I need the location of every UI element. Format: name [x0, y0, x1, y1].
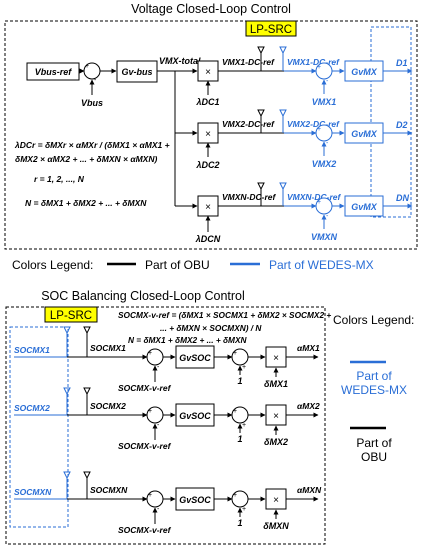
- soc-ref-equation-line1: SOCMX-v-ref = (δMX1 × SOCMX1 + δMX2 × SO…: [118, 310, 331, 320]
- svg-text:×: ×: [273, 353, 279, 364]
- gvmx-label-chn: GvMX: [351, 202, 378, 212]
- gvsoc-label-1: GvSOC: [179, 353, 211, 363]
- legend2-black-text1: Part of: [356, 436, 392, 450]
- alpha-mxn-label: αMXN: [297, 485, 322, 495]
- soc-mxn-input-label: SOCMXN: [14, 487, 52, 497]
- d2-label: D2: [396, 120, 408, 130]
- svg-text:×: ×: [205, 129, 211, 140]
- one-label-2: 1: [237, 434, 242, 444]
- svg-text:-: -: [157, 364, 160, 371]
- vmx1-dc-ref-blue-label: VMX1-DC-ref: [287, 57, 340, 67]
- dn-label: DN: [396, 193, 409, 203]
- lambda-equation-line1: λDCr = δMXr × αMXr / (δMX1 × αMX1 +: [14, 140, 170, 150]
- soc-mxn-label: SOCMXN: [90, 485, 128, 495]
- one-label-1: 1: [237, 376, 242, 386]
- vmx-total-label: VMX-total: [159, 56, 201, 66]
- svg-text:×: ×: [273, 495, 279, 506]
- lp-src-label-top: LP-SRC: [250, 24, 292, 36]
- gv-bus-label: Gv-bus: [121, 67, 152, 77]
- lambda-dcn-label: λDCN: [195, 234, 221, 244]
- voltage-loop-title: Voltage Closed-Loop Control: [131, 2, 291, 16]
- soc-mx2-label: SOCMX2: [90, 401, 126, 411]
- vmx2-dc-ref-blue-label: VMX2-DC-ref: [287, 119, 340, 129]
- delta-mx1-label: δMX1: [264, 379, 288, 389]
- vbus-label: Vbus: [81, 98, 103, 108]
- vmxn-label: VMXN: [311, 232, 338, 242]
- vmx1-label: VMX1: [312, 97, 337, 107]
- svg-text:-: -: [157, 422, 160, 429]
- voltage-loop-frame: [4, 20, 418, 250]
- vmx2-dc-ref-label: VMX2-DC-ref: [222, 119, 275, 129]
- gvsoc-label-2: GvSOC: [179, 411, 211, 421]
- delta-mx2-label: δMX2: [264, 437, 288, 447]
- vmx2-label: VMX2: [312, 159, 337, 169]
- svg-text:+: +: [148, 408, 152, 415]
- svg-text:+: +: [242, 422, 246, 429]
- legend2-blue-text2: WEDES-MX: [341, 383, 407, 397]
- soc-ref-equation-line2: ... + δMXN × SOCMXN) / N: [160, 323, 262, 333]
- delta-mxn-label: δMXN: [263, 521, 289, 531]
- lp-src-tag-bottom: [44, 306, 98, 323]
- legend1-black-text: Part of OBU: [145, 258, 210, 272]
- legend1-label: Colors Legend:: [12, 258, 93, 272]
- svg-text:×: ×: [205, 202, 211, 213]
- d1-label: D1: [396, 58, 408, 68]
- legend2-black-text2: OBU: [361, 450, 387, 464]
- legend2-blue-text1: Part of: [356, 369, 392, 383]
- lp-src-tag-top: [245, 20, 297, 37]
- lambda-equation-line2: δMX2 × αMX2 + ... + δMXN × αMXN): [15, 154, 157, 164]
- svg-text:-: -: [326, 213, 329, 220]
- lambda-dc2-label: λDC2: [195, 160, 219, 170]
- soc-ref-label-n: SOCMX-v-ref: [118, 525, 172, 535]
- alpha-mx1-label: αMX1: [297, 343, 320, 353]
- svg-text:+: +: [233, 492, 237, 499]
- lambda-dc1-label: λDC1: [195, 97, 219, 107]
- svg-text:+: +: [317, 64, 321, 71]
- soc-loop-title: SOC Balancing Closed-Loop Control: [41, 289, 245, 303]
- vmx1-dc-ref-label: VMX1-DC-ref: [222, 57, 275, 67]
- soc-mx1-input-label: SOCMX1: [14, 345, 50, 355]
- vmxn-dc-ref-blue-label: VMXN-DC-ref: [287, 192, 342, 202]
- blue-region-frame-bottom: [9, 326, 69, 528]
- svg-text:-: -: [326, 140, 329, 147]
- svg-text:×: ×: [205, 67, 211, 78]
- vbus-ref-label: Vbus-ref: [35, 67, 73, 77]
- svg-text:+: +: [233, 408, 237, 415]
- blue-region-frame: [370, 26, 412, 218]
- svg-text:+: +: [148, 350, 152, 357]
- alpha-mx2-label: αMX2: [297, 401, 320, 411]
- svg-text:-: -: [326, 78, 329, 85]
- legend1-blue-text: Part of WEDES-MX: [269, 258, 374, 272]
- r-range-equation: r = 1, 2, ..., N: [34, 174, 85, 184]
- svg-text:+: +: [233, 350, 237, 357]
- n-equation-bottom: N = δMX1 + δMX2 + ... + δMXN: [128, 335, 247, 345]
- gvsoc-label-n: GvSOC: [179, 495, 211, 505]
- one-label-n: 1: [237, 518, 242, 528]
- legend2-label: Colors Legend:: [333, 313, 414, 327]
- soc-mx2-input-label: SOCMX2: [14, 403, 50, 413]
- svg-text:×: ×: [273, 411, 279, 422]
- soc-mx1-label: SOCMX1: [90, 343, 126, 353]
- svg-text:+: +: [317, 199, 321, 206]
- vmxn-dc-ref-label: VMXN-DC-ref: [222, 192, 277, 202]
- svg-text:+: +: [317, 126, 321, 133]
- soc-loop-frame: [5, 306, 326, 545]
- svg-text:-: -: [157, 506, 160, 513]
- svg-text:+: +: [242, 506, 246, 513]
- gvmx-label-ch2: GvMX: [351, 129, 378, 139]
- soc-ref-label-2: SOCMX-v-ref: [118, 441, 172, 451]
- gvmx-label-ch1: GvMX: [351, 67, 378, 77]
- n-equation-top: N = δMX1 + δMX2 + ... + δMXN: [25, 198, 147, 208]
- svg-text:+: +: [242, 364, 246, 371]
- svg-text:+: +: [148, 492, 152, 499]
- svg-text:-: -: [94, 77, 97, 84]
- soc-ref-label-1: SOCMX-v-ref: [118, 383, 172, 393]
- lp-src-label-bottom: LP-SRC: [50, 310, 92, 322]
- svg-text:+: +: [85, 63, 89, 70]
